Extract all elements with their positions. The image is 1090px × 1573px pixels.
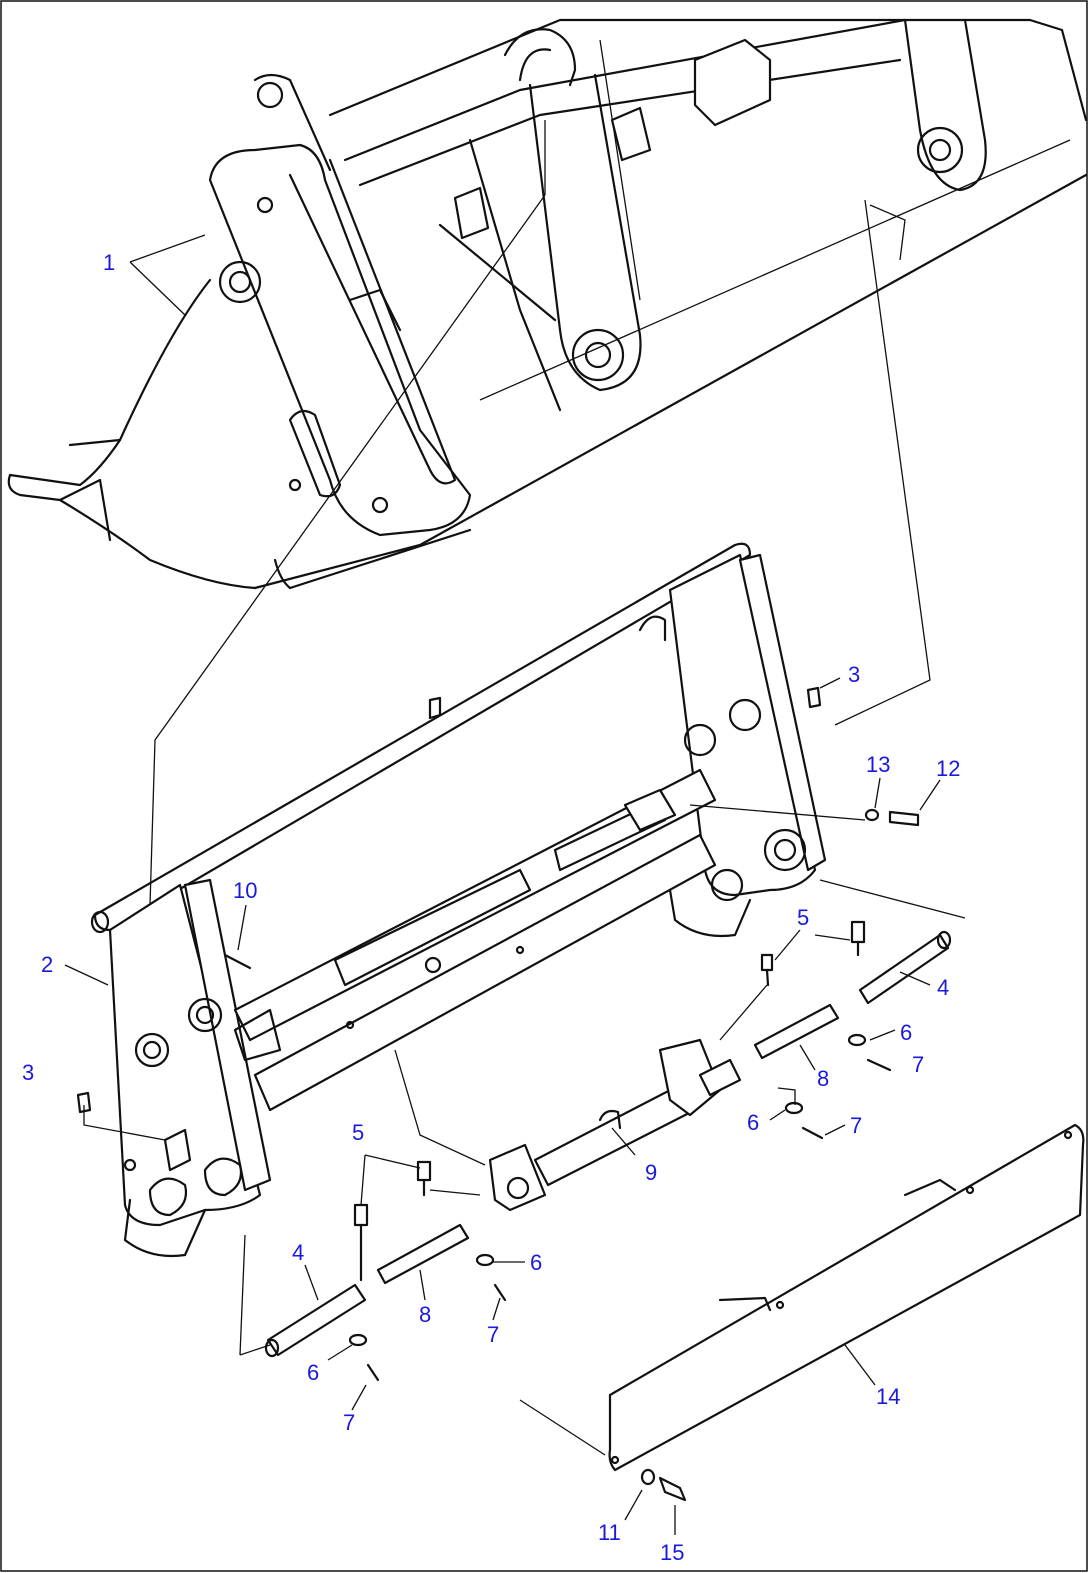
callout-3-right: 3 xyxy=(848,662,860,687)
callout-7-right-top: 7 xyxy=(912,1052,924,1077)
callout-5-right: 5 xyxy=(797,905,809,930)
callout-7-left: 7 xyxy=(343,1410,355,1435)
callout-8-left: 8 xyxy=(419,1302,431,1327)
bucket xyxy=(7,18,1088,590)
leader-lines xyxy=(64,120,966,1535)
callout-10: 10 xyxy=(233,878,257,903)
coupler-frame xyxy=(90,542,827,1258)
hardware xyxy=(76,686,920,1502)
callout-4-right: 4 xyxy=(937,975,949,1000)
callout-14: 14 xyxy=(876,1384,900,1409)
callout-11: 11 xyxy=(598,1520,621,1545)
callout-13: 13 xyxy=(866,752,890,777)
callout-7-right-mid: 7 xyxy=(850,1113,862,1138)
callout-5-left: 5 xyxy=(352,1120,364,1145)
callout-9: 9 xyxy=(645,1160,657,1185)
callout-1: 1 xyxy=(103,250,115,275)
lock-cylinder xyxy=(488,1038,742,1212)
callout-labels: 1 2 3 3 4 4 5 5 6 6 6 6 7 7 7 7 8 8 9 10… xyxy=(22,250,960,1565)
callout-6-center: 6 xyxy=(530,1250,542,1275)
callout-3-left: 3 xyxy=(22,1060,34,1085)
callout-8-right: 8 xyxy=(817,1066,829,1091)
callout-4-left: 4 xyxy=(292,1240,304,1265)
callout-6-right-mid: 6 xyxy=(747,1110,759,1135)
pins xyxy=(264,930,952,1358)
callout-6-right-top: 6 xyxy=(900,1020,912,1045)
callout-7-center: 7 xyxy=(487,1322,499,1347)
callout-6-left: 6 xyxy=(307,1360,319,1385)
callout-2: 2 xyxy=(41,952,53,977)
callout-15: 15 xyxy=(660,1540,684,1565)
callout-12: 12 xyxy=(936,756,960,781)
cover-plate xyxy=(608,1123,1085,1472)
